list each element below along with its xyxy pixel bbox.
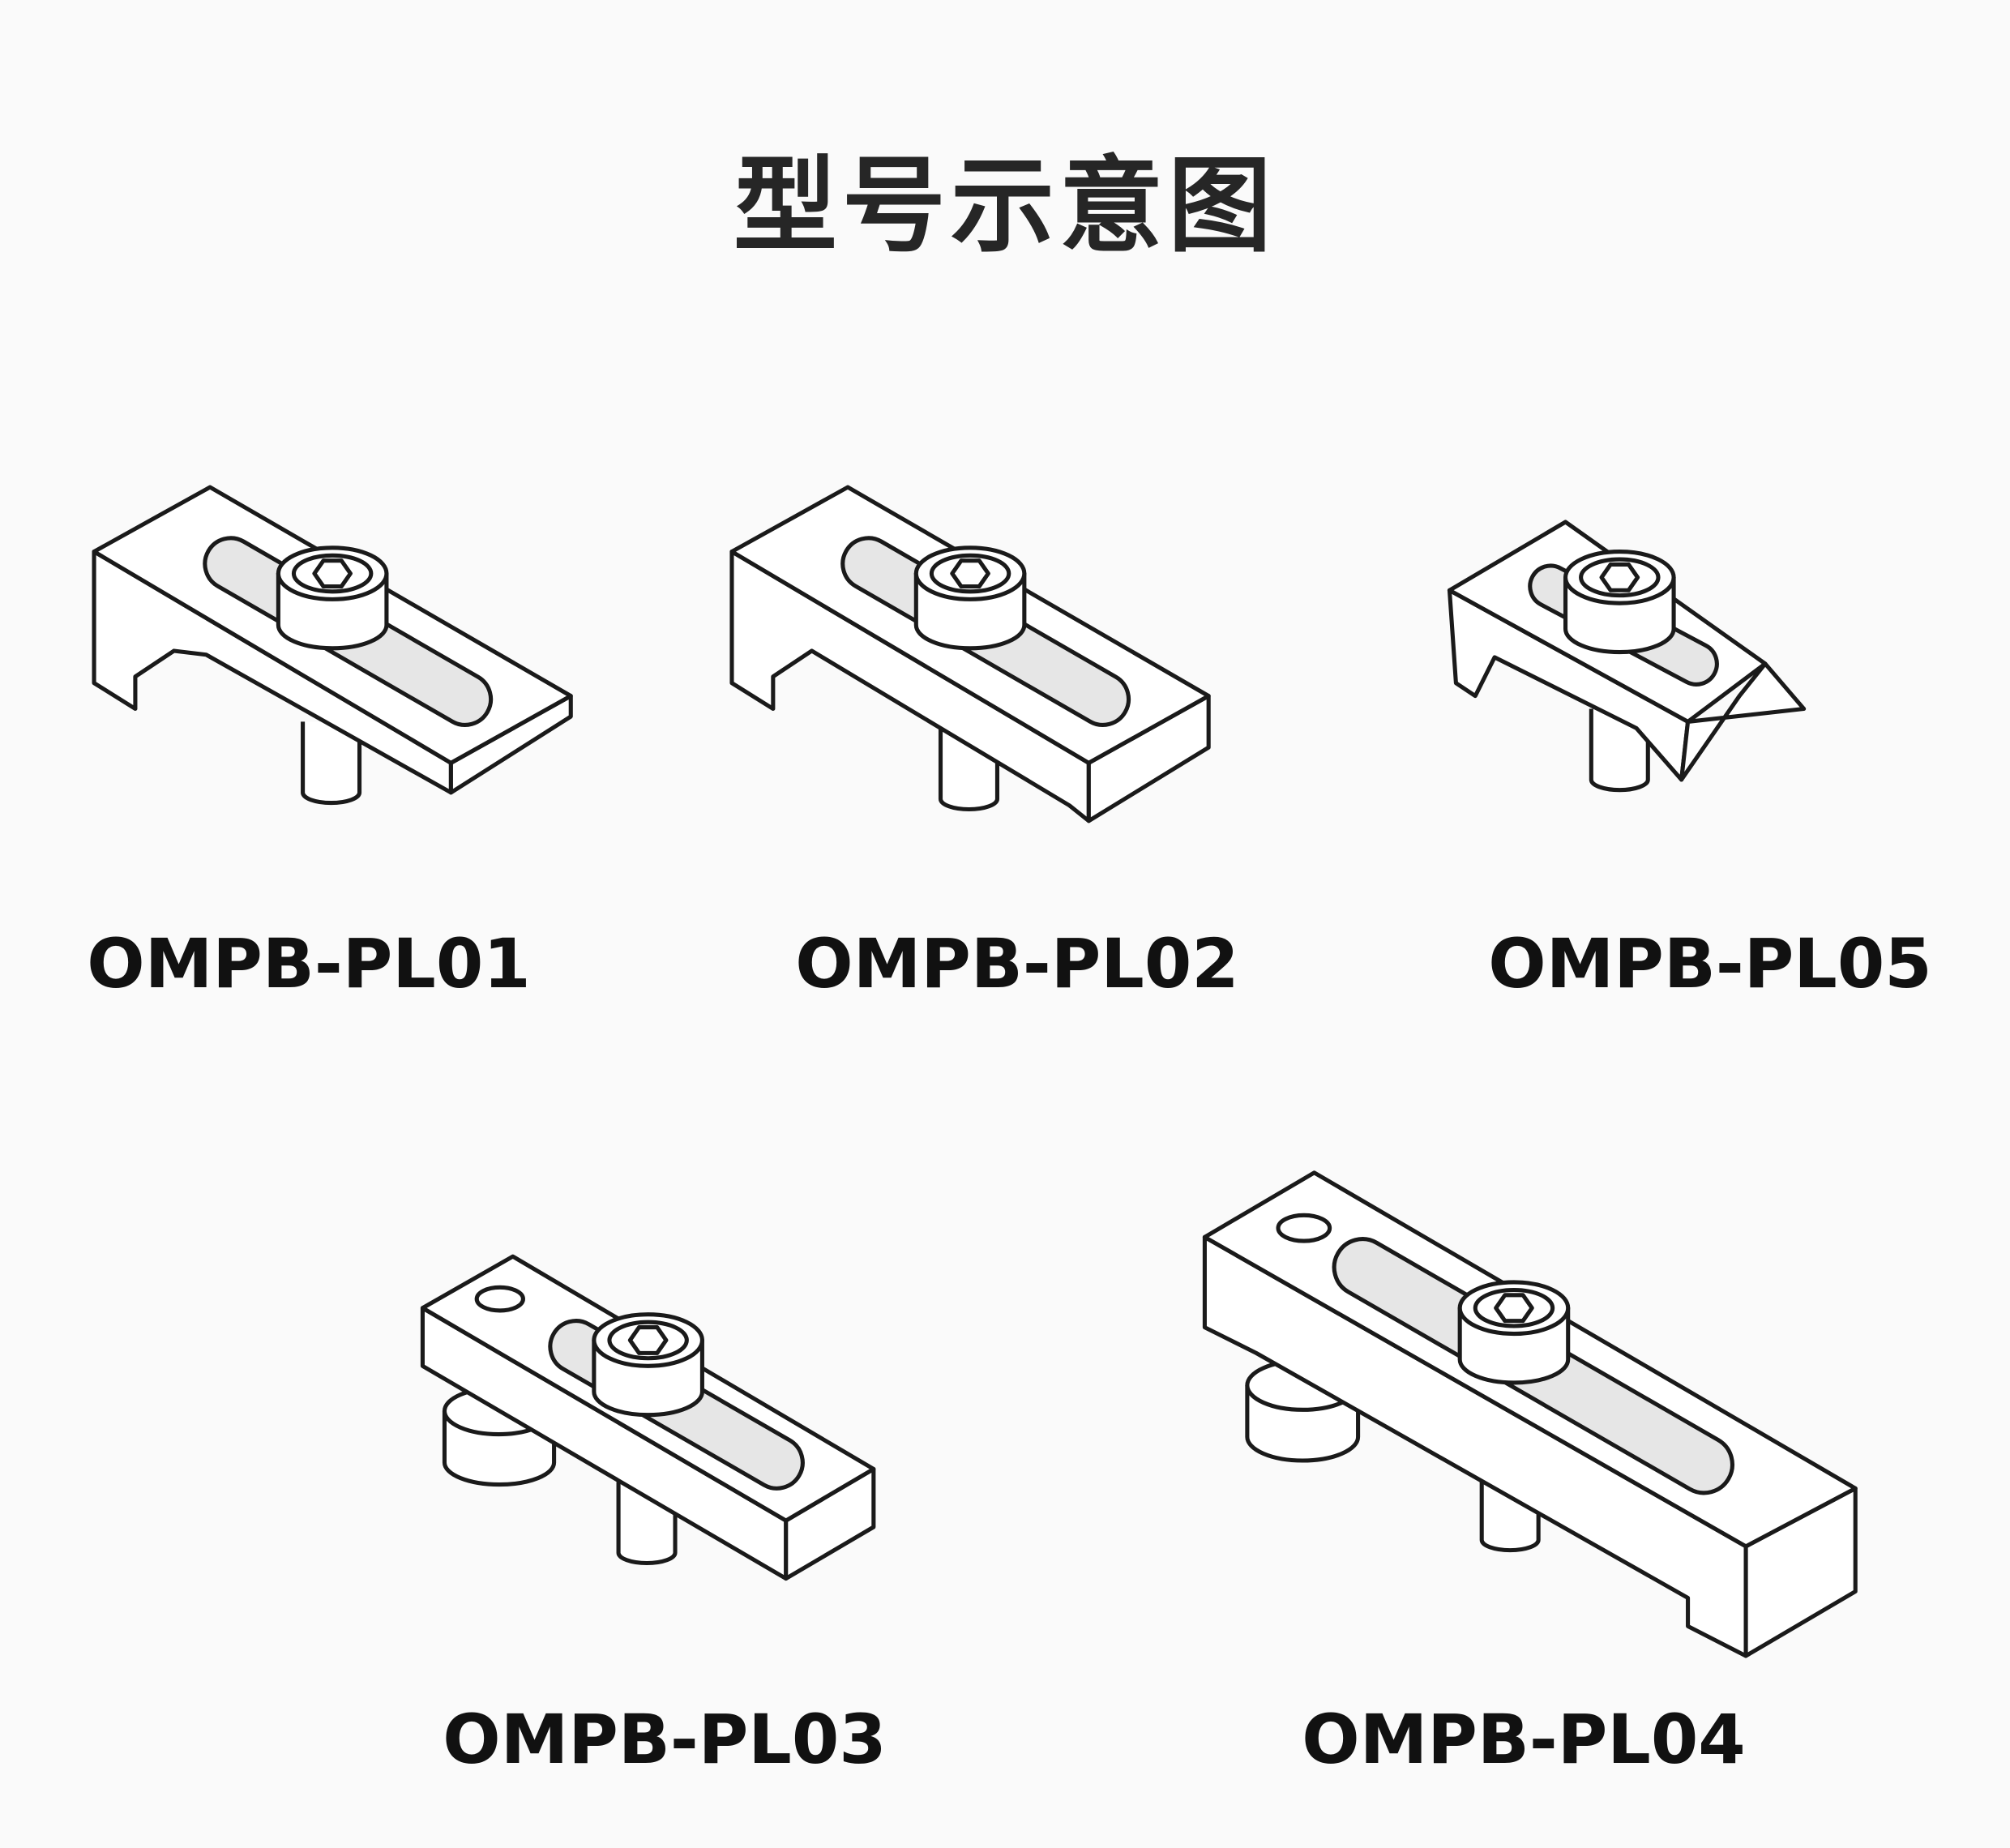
model-label-pl02: OMPB-PL02 xyxy=(795,924,1239,1003)
clamp-pl01-drawing xyxy=(92,485,573,802)
model-label-pl03: OMPB-PL03 xyxy=(443,1700,887,1779)
model-label-pl01: OMPB-PL01 xyxy=(87,924,531,1003)
model-label-pl04: OMPB-PL04 xyxy=(1302,1700,1746,1779)
clamp-pl05-drawing xyxy=(1447,520,1807,790)
model-label-pl05: OMPB-PL05 xyxy=(1488,924,1932,1003)
clamp-pl04-drawing xyxy=(1202,1170,1858,1658)
clamp-pl02-drawing xyxy=(729,485,1211,823)
clamp-pl03-drawing xyxy=(420,1254,876,1581)
page-title: 型号示意图 xyxy=(733,146,1277,267)
